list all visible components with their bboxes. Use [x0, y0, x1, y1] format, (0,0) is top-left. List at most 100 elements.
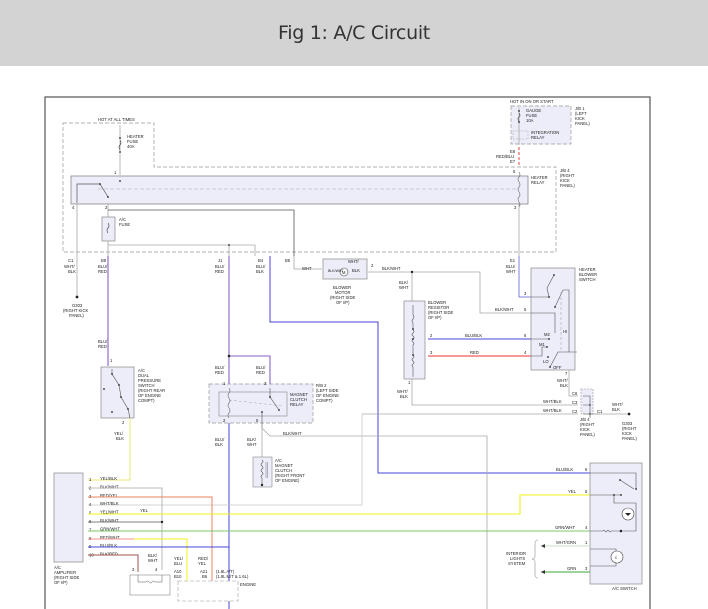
svg-text:WHT/BLK: WHT/BLK	[397, 389, 409, 399]
wire-wht-blk-amp	[88, 414, 363, 506]
svg-text:LO: LO	[543, 359, 549, 364]
svg-text:BLK: BLK	[352, 268, 360, 273]
wire-blk-red-amp10	[88, 554, 139, 572]
svg-text:2: 2	[430, 333, 433, 338]
wire-blk-wht-motor	[368, 271, 531, 314]
svg-text:J1: J1	[218, 258, 223, 263]
amp-pin-wire-color: WHT/BLK	[100, 501, 119, 506]
amp-pin-number: 5	[89, 511, 92, 516]
svg-text:ENGINE: ENGINE	[240, 582, 256, 587]
amp-pin-number: 6	[89, 519, 92, 524]
wire-label-blu-red-1: BLU/RED	[98, 264, 108, 274]
diagram-frame	[44, 96, 651, 609]
svg-text:BLU/WHT: BLU/WHT	[506, 264, 516, 274]
svg-text:WHT/GRN: WHT/GRN	[556, 540, 576, 545]
amp-pin-wire-color: GRN/WHT	[100, 526, 120, 531]
amp-pin-wire-color: RED/YEL	[100, 493, 119, 498]
svg-text:(1.8L M/T & 1.6L): (1.8L M/T & 1.6L)	[216, 574, 249, 579]
amp-pin-wire-color: YEL/BLK	[100, 476, 117, 481]
amp-pin-wire-color: BLK/WHT	[100, 484, 119, 489]
svg-text:E1: E1	[510, 258, 516, 263]
svg-text:YEL: YEL	[140, 508, 149, 513]
wire-blk-wht-amp2	[88, 487, 163, 570]
svg-text:6: 6	[524, 333, 527, 338]
svg-text:B10: B10	[174, 574, 182, 579]
svg-text:B8: B8	[101, 258, 107, 263]
amp-pin-number: 3	[89, 494, 92, 499]
ac-switch: c A/C SWITCH	[589, 462, 643, 591]
svg-text:2: 2	[105, 205, 108, 210]
svg-text:BLK/WHT: BLK/WHT	[399, 280, 409, 290]
svg-text:1: 1	[223, 381, 226, 386]
svg-text:3: 3	[514, 205, 517, 210]
hot-at-all-times-box: HOT AT ALL TIMES	[62, 117, 557, 253]
amp-pin-wire-color: BLU/BLK	[100, 543, 117, 548]
svg-text:5: 5	[513, 169, 516, 174]
amp-pin-number: 4	[89, 502, 92, 507]
figure-header: Fig 1: A/C Circuit	[0, 0, 708, 66]
wire-label-blu-blk-1: BLU/BLK	[256, 264, 266, 274]
svg-text:4: 4	[72, 205, 75, 210]
svg-text:WHT/: WHT/	[348, 259, 360, 264]
wire-blk-wht-relay	[261, 427, 488, 609]
svg-text:BLU/RED: BLU/RED	[215, 365, 225, 375]
figure-title: Fig 1: A/C Circuit	[278, 22, 430, 44]
svg-text:1: 1	[408, 380, 411, 385]
svg-text:3: 3	[132, 567, 135, 572]
amp-pin-number: 7	[89, 527, 92, 532]
svg-text:BLK/WHT: BLK/WHT	[382, 266, 401, 271]
svg-text:5: 5	[585, 489, 588, 494]
svg-text:1: 1	[110, 358, 113, 363]
svg-text:YEL/BLU: YEL/BLU	[174, 556, 184, 566]
wire-blu-wht	[518, 256, 531, 298]
svg-text:A21: A21	[200, 569, 208, 574]
svg-text:WHT/BLK: WHT/BLK	[557, 378, 569, 388]
wire-wht-blk-resistor	[411, 379, 578, 406]
svg-text:RED/YEL: RED/YEL	[198, 556, 209, 566]
svg-text:1: 1	[585, 540, 588, 545]
wire-label-blu-red-2: BLU/RED	[215, 264, 225, 274]
svg-text:M2: M2	[544, 332, 550, 337]
svg-text:RED/BLU: RED/BLU	[496, 154, 514, 159]
svg-text:E7: E7	[510, 159, 516, 164]
svg-text:BLK/WHT: BLK/WHT	[283, 431, 302, 436]
thermistor-box	[129, 574, 171, 596]
svg-text:BLK/WHT: BLK/WHT	[328, 269, 344, 273]
svg-text:HOT IN ON OR START: HOT IN ON OR START	[510, 99, 554, 104]
svg-text:C1: C1	[68, 258, 74, 263]
svg-text:B6: B6	[202, 574, 208, 579]
svg-text:BLK/WHT: BLK/WHT	[148, 553, 158, 563]
hot-at-all-times-label: HOT AT ALL TIMES	[98, 117, 135, 122]
svg-text:B5: B5	[285, 258, 291, 263]
amp-pin-number: 1	[89, 477, 92, 482]
svg-text:2: 2	[122, 420, 125, 425]
svg-text:GRN: GRN	[567, 566, 576, 571]
wire-yel-blk	[88, 418, 131, 481]
engine-control-box	[177, 580, 239, 602]
svg-text:RED: RED	[470, 350, 479, 355]
svg-text:E8: E8	[510, 149, 516, 154]
svg-text:A10: A10	[174, 569, 182, 574]
svg-text:BLU/BLK: BLU/BLK	[215, 437, 225, 447]
svg-text:GRN/WHT: GRN/WHT	[555, 525, 575, 530]
svg-text:WHT/BLK: WHT/BLK	[543, 408, 562, 413]
svg-text:B4: B4	[258, 258, 264, 263]
svg-text:4: 4	[524, 350, 527, 355]
